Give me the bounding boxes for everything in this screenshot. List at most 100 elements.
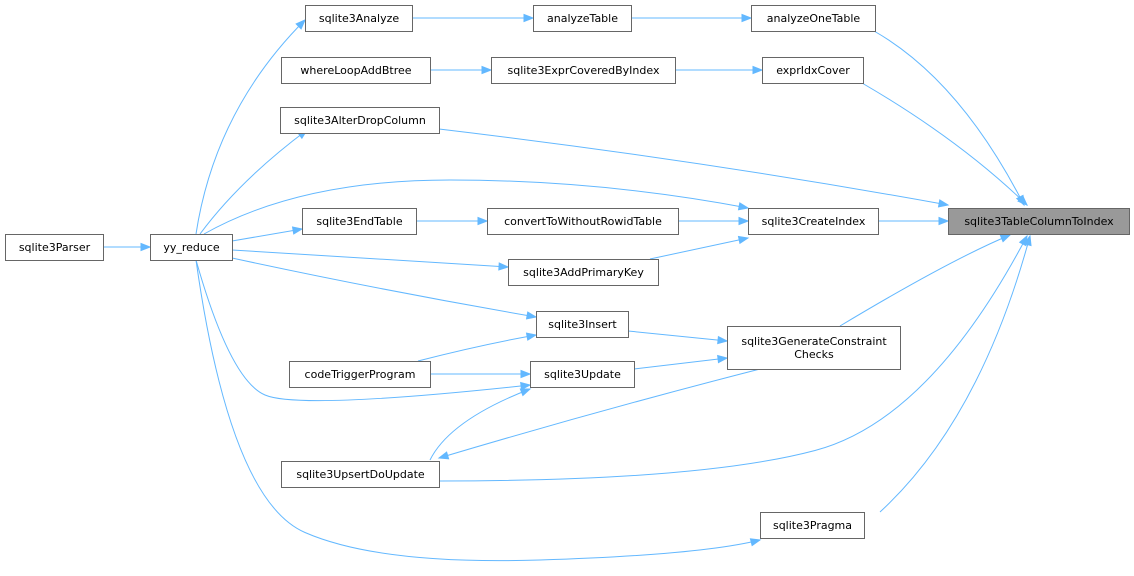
edge-yy_reduce-to-sqlite3AlterDropColumn xyxy=(199,129,309,235)
edge-sqlite3ExprCoveredByIndex-to-exprIdxCover xyxy=(675,65,764,75)
node-sqlite3UpsertDoUpdate[interactable]: sqlite3UpsertDoUpdate xyxy=(281,461,440,488)
arrow-head-icon xyxy=(937,199,950,208)
arrow-head-icon xyxy=(437,451,450,460)
edge-line xyxy=(231,257,537,318)
arrow-head-icon xyxy=(938,216,950,226)
node-box[interactable] xyxy=(751,5,876,32)
edge-sqlite3GenerateConstraintChecks-to-sqlite3UpsertDoUpdate xyxy=(437,368,761,460)
node-sqlite3TableColumnToIndex[interactable]: sqlite3TableColumnToIndex xyxy=(948,208,1130,235)
node-box[interactable] xyxy=(5,234,104,261)
node-label: whereLoopAddBtree xyxy=(300,64,411,77)
edge-line xyxy=(438,368,761,459)
arrow-head-icon xyxy=(140,242,152,252)
node-box[interactable] xyxy=(727,326,901,370)
node-box[interactable] xyxy=(487,208,679,235)
node-label: sqlite3Pragma xyxy=(773,519,852,532)
node-box[interactable] xyxy=(533,5,632,32)
edge-line xyxy=(649,237,749,260)
arrow-head-icon xyxy=(752,65,764,75)
node-box[interactable] xyxy=(281,57,431,84)
edge-line xyxy=(195,19,306,235)
node-box[interactable] xyxy=(948,208,1130,235)
node-box[interactable] xyxy=(302,208,417,235)
edge-line xyxy=(199,129,308,235)
arrow-head-icon xyxy=(999,234,1012,243)
node-label: analyzeTable xyxy=(547,12,618,25)
node-box[interactable] xyxy=(150,234,233,261)
node-box[interactable] xyxy=(281,461,440,488)
node-whereLoopAddBtree[interactable]: whereLoopAddBtree xyxy=(281,57,431,84)
node-box[interactable] xyxy=(760,512,865,539)
edge-yy_reduce-to-sqlite3EndTable xyxy=(231,226,304,242)
node-exprIdxCover[interactable]: exprIdxCover xyxy=(762,57,864,84)
edge-line xyxy=(627,330,728,342)
nodes-layer: sqlite3TableColumnToIndex analyzeOneTable… xyxy=(5,5,1130,539)
edge-yy_reduce-to-sqlite3Update xyxy=(195,259,532,402)
arrow-head-icon xyxy=(1023,234,1032,247)
node-sqlite3Parser[interactable]: sqlite3Parser xyxy=(5,234,104,261)
arrow-head-icon xyxy=(525,311,538,320)
arrow-head-icon xyxy=(520,369,532,379)
edge-line xyxy=(839,234,1011,327)
node-label: analyzeOneTable xyxy=(767,12,861,25)
node-label: sqlite3CreateIndex xyxy=(762,215,866,228)
node-box[interactable] xyxy=(491,57,676,84)
node-box[interactable] xyxy=(530,361,635,388)
edge-line xyxy=(231,228,303,242)
node-convertToWithoutRowidTable[interactable]: convertToWithoutRowidTable xyxy=(487,208,679,235)
edge-sqlite3CreateIndex-to-sqlite3TableColumnToIndex xyxy=(878,216,950,226)
edge-line xyxy=(438,235,1028,482)
node-box[interactable] xyxy=(280,107,440,134)
edge-line xyxy=(195,259,761,562)
edge-codeTriggerProgram-to-sqlite3Insert xyxy=(417,332,538,362)
node-label: sqlite3AlterDropColumn xyxy=(294,114,426,127)
arrow-head-icon xyxy=(477,216,489,226)
edge-sqlite3Parser-to-yy_reduce xyxy=(103,242,152,252)
arrow-head-icon xyxy=(737,235,750,245)
node-label: sqlite3GenerateConstraint xyxy=(741,335,887,348)
node-sqlite3Insert[interactable]: sqlite3Insert xyxy=(536,311,629,338)
edge-line xyxy=(231,249,509,268)
node-label: sqlite3EndTable xyxy=(316,215,402,228)
node-sqlite3Analyze[interactable]: sqlite3Analyze xyxy=(305,5,413,32)
node-sqlite3AlterDropColumn[interactable]: sqlite3AlterDropColumn xyxy=(280,107,440,134)
node-box[interactable] xyxy=(508,259,659,286)
node-sqlite3AddPrimaryKey[interactable]: sqlite3AddPrimaryKey xyxy=(508,259,659,286)
edge-line xyxy=(438,128,949,206)
arrow-head-icon xyxy=(519,388,532,397)
node-analyzeOneTable[interactable]: analyzeOneTable xyxy=(751,5,876,32)
node-box[interactable] xyxy=(536,311,629,338)
arrow-head-icon xyxy=(737,202,750,211)
node-label: Checks xyxy=(794,348,834,361)
node-box[interactable] xyxy=(748,208,879,235)
edge-line xyxy=(203,179,749,235)
node-label: sqlite3Parser xyxy=(19,241,91,254)
node-yy_reduce[interactable]: yy_reduce xyxy=(150,234,233,261)
node-codeTriggerProgram[interactable]: codeTriggerProgram xyxy=(289,361,431,388)
arrow-head-icon xyxy=(1017,195,1028,206)
node-sqlite3ExprCoveredByIndex[interactable]: sqlite3ExprCoveredByIndex xyxy=(491,57,676,84)
edge-sqlite3Pragma-to-sqlite3TableColumnToIndex xyxy=(879,234,1032,513)
edge-line xyxy=(417,334,537,362)
node-sqlite3EndTable[interactable]: sqlite3EndTable xyxy=(302,208,417,235)
node-label: convertToWithoutRowidTable xyxy=(504,215,662,228)
edge-exprIdxCover-to-sqlite3TableColumnToIndex xyxy=(861,82,1028,206)
node-sqlite3Pragma[interactable]: sqlite3Pragma xyxy=(760,512,865,539)
node-sqlite3Update[interactable]: sqlite3Update xyxy=(530,361,635,388)
arrow-head-icon xyxy=(295,19,306,30)
edge-yy_reduce-to-sqlite3Insert xyxy=(231,257,538,320)
node-box[interactable] xyxy=(762,57,864,84)
edge-line xyxy=(195,259,531,402)
edge-sqlite3GenerateConstraintChecks-to-sqlite3TableColumnToIndex xyxy=(839,234,1012,327)
edge-analyzeTable-to-analyzeOneTable xyxy=(631,13,753,23)
arrow-head-icon xyxy=(520,381,532,391)
arrow-head-icon xyxy=(291,226,304,235)
edges-layer xyxy=(103,13,1032,562)
node-analyzeTable[interactable]: analyzeTable xyxy=(533,5,632,32)
node-box[interactable] xyxy=(289,361,431,388)
edge-line xyxy=(429,388,531,461)
node-sqlite3CreateIndex[interactable]: sqlite3CreateIndex xyxy=(748,208,879,235)
node-box[interactable] xyxy=(305,5,413,32)
